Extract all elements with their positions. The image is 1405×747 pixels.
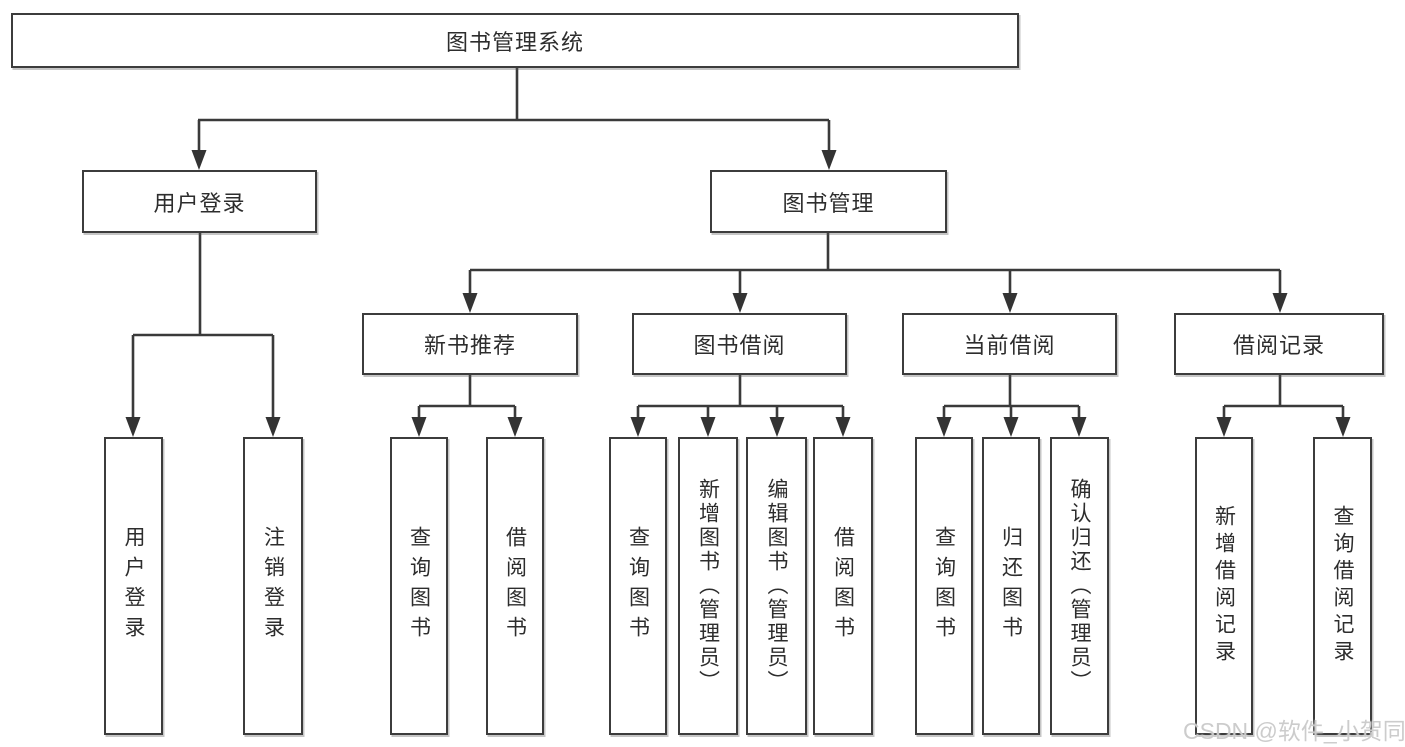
node-new-book-recommend: 新书推荐	[362, 313, 578, 375]
node-label: 查询图书	[626, 526, 650, 646]
node-library-management-system: 图书管理系统	[11, 13, 1019, 68]
edge-new-books-to-leaves	[411, 375, 523, 437]
node-leaf-query-books-3: 查询图书	[915, 437, 973, 735]
node-leaf-logout: 注销登录	[243, 437, 303, 735]
node-leaf-query-books-2: 查询图书	[609, 437, 667, 735]
node-label: 用户登录	[153, 190, 246, 216]
node-leaf-add-book-admin: 新增图书（管理员）	[678, 437, 738, 735]
node-label: 查询借阅记录	[1331, 505, 1354, 667]
node-book-borrowing: 图书借阅	[632, 313, 847, 375]
node-borrowing-records: 借阅记录	[1174, 313, 1384, 375]
node-label: 图书借阅	[693, 333, 786, 358]
node-label: 归还图书	[999, 526, 1023, 646]
node-label: 新增图书（管理员）	[696, 478, 720, 694]
node-label: 新增借阅记录	[1212, 505, 1236, 667]
edge-current-borrow-to-leaves	[936, 375, 1087, 437]
node-leaf-query-borrow-record: 查询借阅记录	[1313, 437, 1372, 735]
node-label: 图书管理	[782, 190, 875, 216]
edge-book-mgmt-to-level3	[462, 233, 1288, 313]
node-label: 编辑图书（管理员）	[765, 478, 788, 694]
node-leaf-confirm-return-admin: 确认归还（管理员）	[1050, 437, 1109, 735]
node-label: 借阅图书	[831, 526, 855, 646]
node-label: 查询图书	[932, 526, 956, 646]
node-label: 图书管理系统	[445, 29, 584, 55]
node-leaf-borrow-books-1: 借阅图书	[486, 437, 544, 735]
node-user-login-branch: 用户登录	[82, 170, 317, 233]
edge-user-login-to-leaves	[125, 233, 281, 437]
node-leaf-borrow-books-2: 借阅图书	[813, 437, 873, 735]
node-label: 借阅记录	[1232, 333, 1325, 358]
node-label: 当前借阅	[963, 333, 1056, 358]
node-label: 查询图书	[407, 526, 431, 646]
node-leaf-query-books-1: 查询图书	[390, 437, 448, 735]
node-leaf-return-books: 归还图书	[982, 437, 1040, 735]
edge-book-borrow-to-leaves	[630, 375, 851, 437]
node-current-borrowing: 当前借阅	[902, 313, 1117, 375]
node-label: 注销登录	[261, 526, 285, 646]
edge-root-to-level2	[191, 68, 837, 170]
node-leaf-edit-book-admin: 编辑图书（管理员）	[746, 437, 807, 735]
edge-borrow-records-to-leaves	[1216, 375, 1351, 437]
node-label: 用户登录	[122, 526, 145, 646]
node-label: 新书推荐	[423, 333, 516, 358]
node-label: 确认归还（管理员）	[1068, 478, 1091, 694]
node-book-management-branch: 图书管理	[710, 170, 947, 233]
node-leaf-add-borrow-record: 新增借阅记录	[1195, 437, 1253, 735]
node-label: 借阅图书	[503, 526, 527, 646]
node-leaf-user-login: 用户登录	[104, 437, 163, 735]
csdn-watermark: CSDN @软件_小贺同学	[1183, 718, 1405, 744]
